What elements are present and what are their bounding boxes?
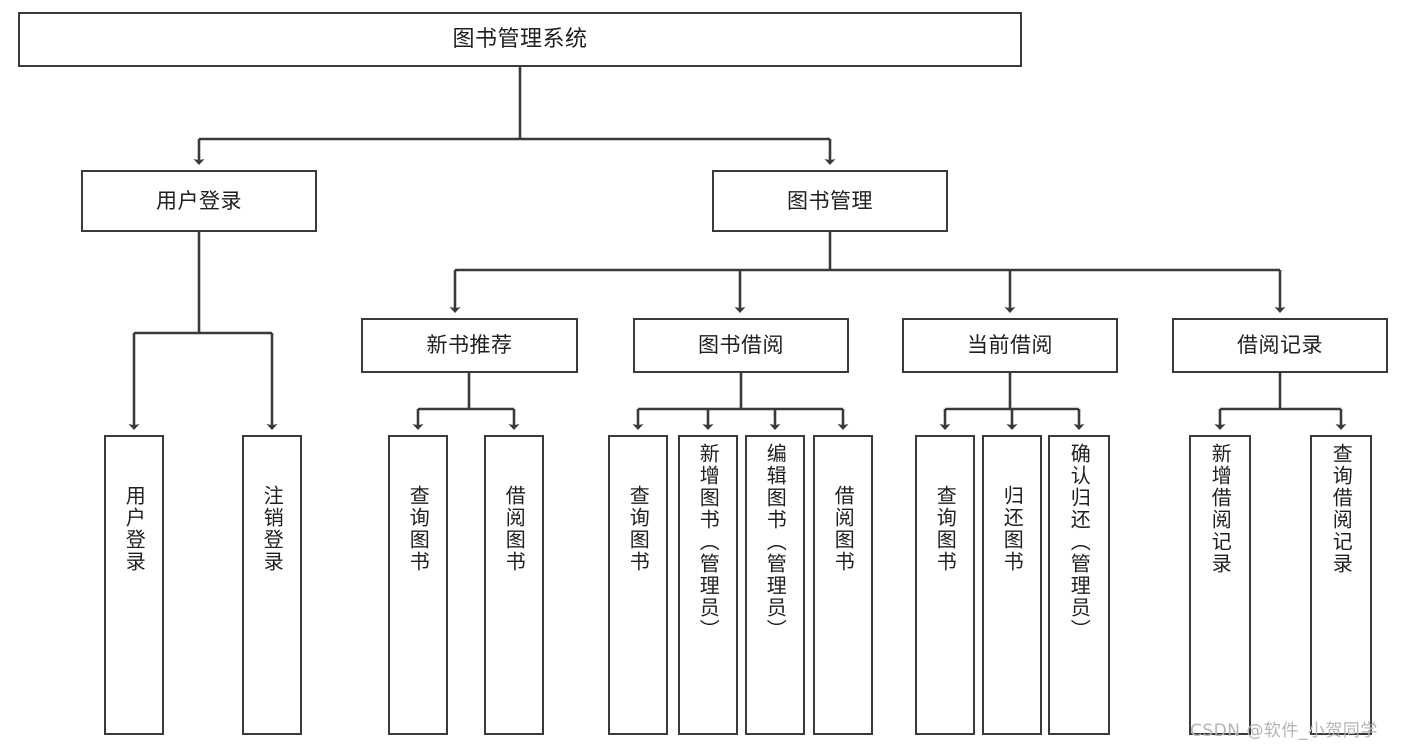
node-leaf-query-record-label: 查询借阅记录 (1329, 443, 1354, 575)
node-book-borrow[interactable]: 图书借阅 (633, 318, 849, 373)
node-leaf-add-book[interactable]: 新增图书（管理员） (678, 435, 738, 735)
node-leaf-user-login[interactable]: 用户登录 (104, 435, 164, 735)
node-leaf-add-record[interactable]: 新增借阅记录 (1189, 435, 1251, 735)
node-leaf-borrow-book-2[interactable]: 借阅图书 (813, 435, 873, 735)
node-new-book-rec-label: 新书推荐 (426, 333, 513, 358)
node-leaf-logout[interactable]: 注销登录 (242, 435, 302, 735)
node-current-borrow-label: 当前借阅 (967, 333, 1053, 358)
node-leaf-borrow-book-2-label: 借阅图书 (831, 485, 856, 573)
node-leaf-edit-book[interactable]: 编辑图书（管理员） (745, 435, 805, 735)
node-leaf-user-login-label: 用户登录 (122, 485, 147, 573)
node-book-manage-label: 图书管理 (787, 188, 873, 213)
node-root-label: 图书管理系统 (452, 26, 588, 52)
node-current-borrow[interactable]: 当前借阅 (902, 318, 1118, 373)
node-book-manage[interactable]: 图书管理 (712, 170, 948, 232)
node-leaf-query-book-1-label: 查询图书 (406, 485, 431, 573)
node-leaf-confirm-return[interactable]: 确认归还（管理员） (1048, 435, 1110, 735)
node-borrow-record-label: 借阅记录 (1237, 333, 1323, 358)
node-leaf-return-book[interactable]: 归还图书 (982, 435, 1042, 735)
node-user-login[interactable]: 用户登录 (81, 170, 317, 232)
node-leaf-return-book-label: 归还图书 (1000, 485, 1025, 573)
node-leaf-query-book-3[interactable]: 查询图书 (915, 435, 975, 735)
node-borrow-record[interactable]: 借阅记录 (1172, 318, 1388, 373)
node-root[interactable]: 图书管理系统 (18, 12, 1022, 67)
node-user-login-label: 用户登录 (156, 188, 242, 213)
watermark: CSDN @软件_小贺同学 (1190, 721, 1378, 741)
node-leaf-query-record[interactable]: 查询借阅记录 (1310, 435, 1372, 735)
node-leaf-query-book-3-label: 查询图书 (933, 485, 958, 573)
node-leaf-borrow-book-1-label: 借阅图书 (502, 485, 527, 573)
node-leaf-edit-book-label: 编辑图书（管理员） (763, 443, 788, 641)
node-leaf-logout-label: 注销登录 (260, 485, 285, 573)
node-leaf-borrow-book-1[interactable]: 借阅图书 (484, 435, 544, 735)
node-leaf-add-record-label: 新增借阅记录 (1208, 443, 1233, 575)
node-new-book-rec[interactable]: 新书推荐 (361, 318, 578, 373)
node-leaf-query-book-2[interactable]: 查询图书 (608, 435, 668, 735)
node-book-borrow-label: 图书借阅 (698, 333, 784, 358)
node-leaf-confirm-return-label: 确认归还（管理员） (1067, 443, 1092, 641)
node-leaf-query-book-1[interactable]: 查询图书 (388, 435, 448, 735)
node-leaf-add-book-label: 新增图书（管理员） (696, 443, 721, 641)
node-leaf-query-book-2-label: 查询图书 (626, 485, 651, 573)
